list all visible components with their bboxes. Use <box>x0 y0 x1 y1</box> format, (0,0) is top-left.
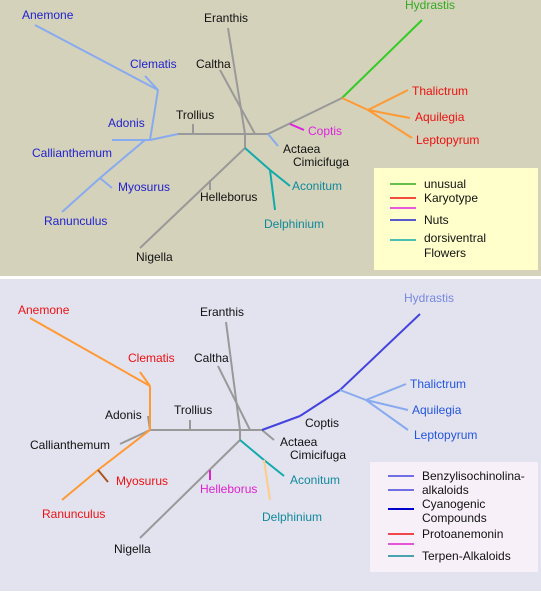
top-tree <box>34 19 423 249</box>
bottom-label-callianthemum: Callianthemum <box>30 438 110 452</box>
bottom-legend-label: Compounds <box>422 511 487 525</box>
top-label-adonis: Adonis <box>108 116 145 130</box>
bottom-label-myosurus: Myosurus <box>116 474 168 488</box>
top-label-myosurus: Myosurus <box>118 180 170 194</box>
top-label-delphinium: Delphinium <box>264 217 324 231</box>
top-label-aquilegia: Aquilegia <box>415 110 465 124</box>
bottom-legend-label: Cyanogenic <box>422 497 485 511</box>
top-label-cimicifuga: Cimicifuga <box>293 155 349 169</box>
top-legend-label: Karyotype <box>424 191 478 205</box>
top-legend-label: unusual <box>424 177 466 191</box>
top-label-callianthemum: Callianthemum <box>32 146 112 160</box>
bottom-label-aconitum: Aconitum <box>290 473 340 487</box>
top-dorsiventral-branches <box>244 147 291 211</box>
bottom-legend-label: Benzylisochinolina- <box>422 469 525 483</box>
top-karyotype-branches <box>341 89 413 139</box>
top-legend-box <box>374 168 538 270</box>
bottom-legend-label: Terpen-Alkaloids <box>422 549 511 563</box>
top-legend-label: Nuts <box>424 213 449 227</box>
bottom-protoanemonin-branches <box>29 317 151 501</box>
bottom-label-adonis: Adonis <box>105 408 142 422</box>
top-label-leptopyrum: Leptopyrum <box>416 133 479 147</box>
bottom-labels: Anemone Eranthis Hydrastis Clematis Calt… <box>18 291 477 556</box>
top-legend-label: Flowers <box>424 246 466 260</box>
panel-divider <box>0 276 541 279</box>
bottom-label-ranunculus: Ranunculus <box>42 507 105 521</box>
bottom-label-eranthis: Eranthis <box>200 305 244 319</box>
bottom-label-leptopyrum: Leptopyrum <box>414 428 477 442</box>
bottom-benzylisoquinoline-branches <box>261 313 421 431</box>
bottom-label-clematis: Clematis <box>128 351 175 365</box>
bottom-label-nigella: Nigella <box>114 542 151 556</box>
top-label-aconitum: Aconitum <box>292 179 342 193</box>
bottom-label-delphinium: Delphinium <box>262 510 322 524</box>
bottom-label-anemone: Anemone <box>18 303 70 317</box>
top-hydrastis-branch <box>341 19 423 99</box>
top-label-thalictrum: Thalictrum <box>412 84 468 98</box>
bottom-label-thalictrum: Thalictrum <box>410 377 466 391</box>
bottom-tree <box>29 313 421 539</box>
bottom-label-hydrastis: Hydrastis <box>404 291 454 305</box>
bottom-light-blue-branches <box>339 383 409 431</box>
top-label-coptis: Coptis <box>308 124 342 138</box>
bottom-label-cimicifuga: Cimicifuga <box>290 448 346 462</box>
bottom-trunk-branches <box>119 321 275 539</box>
bottom-legend-label: Protoanemonin <box>422 527 503 541</box>
bottom-legend-label: alkaloids <box>422 483 469 497</box>
top-label-helleborus: Helleborus <box>200 190 257 204</box>
bottom-legend-box <box>370 462 538 572</box>
top-label-actaea: Actaea <box>283 142 321 156</box>
bottom-terpen-branches <box>239 439 285 477</box>
top-label-caltha: Caltha <box>196 57 231 71</box>
top-label-hydrastis: Hydrastis <box>405 0 455 12</box>
top-label-anemone: Anemone <box>22 8 74 22</box>
top-label-clematis: Clematis <box>130 57 177 71</box>
top-label-eranthis: Eranthis <box>204 11 248 25</box>
top-trunk-branches <box>139 27 343 249</box>
bottom-label-trollius: Trollius <box>174 403 212 417</box>
bottom-label-helleborus: Helleborus <box>200 482 257 496</box>
top-label-nigella: Nigella <box>136 250 173 264</box>
top-labels: Anemone Eranthis Hydrastis Clematis Calt… <box>22 0 479 264</box>
bottom-label-coptis: Coptis <box>305 416 339 430</box>
top-legend-label: dorsiventral <box>424 231 486 245</box>
bottom-myosurus-branch <box>97 469 109 483</box>
top-label-trollius: Trollius <box>176 108 214 122</box>
bottom-delphinium-branch <box>263 459 271 501</box>
bottom-legend: Benzylisochinolina- alkaloids Cyanogenic… <box>370 462 538 572</box>
top-label-ranunculus: Ranunculus <box>44 214 107 228</box>
bottom-label-actaea: Actaea <box>280 435 318 449</box>
top-coptis-branch <box>289 123 305 131</box>
top-nuts-branches <box>34 24 279 213</box>
bottom-label-aquilegia: Aquilegia <box>412 403 462 417</box>
top-legend: unusual Karyotype Nuts dorsiventral Flow… <box>374 168 538 270</box>
bottom-label-caltha: Caltha <box>194 351 229 365</box>
